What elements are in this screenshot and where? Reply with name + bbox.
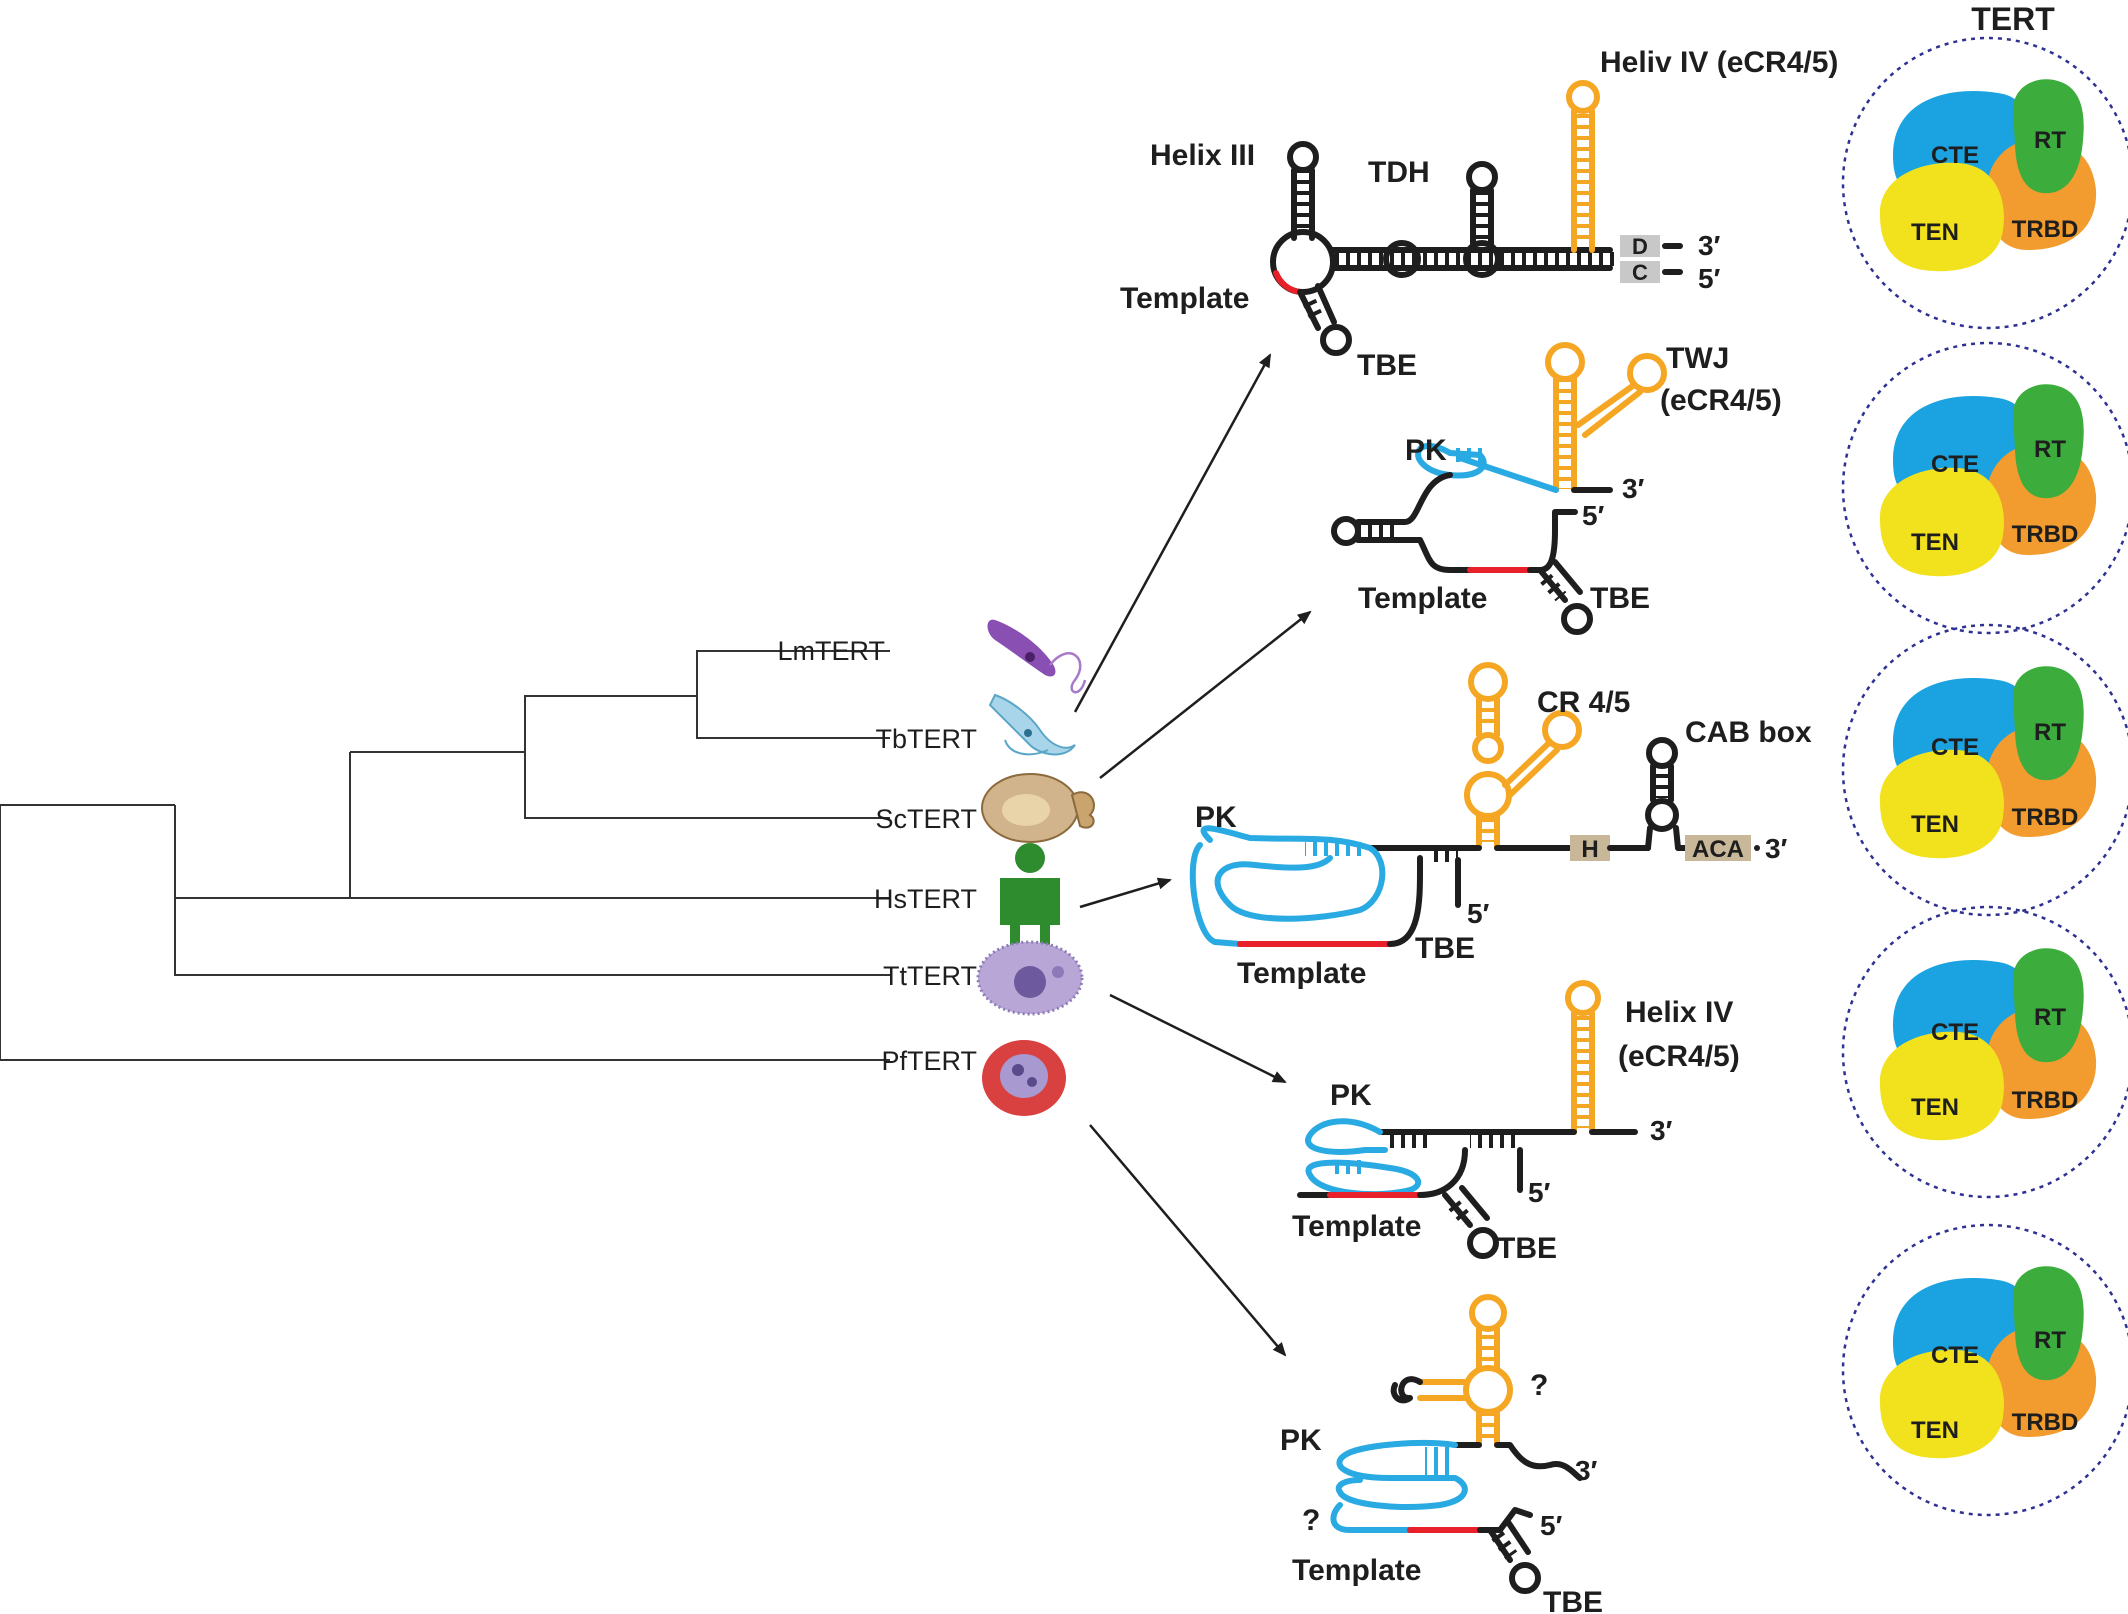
arrow-to-yeast xyxy=(1099,610,1312,779)
label-tbe: TBE xyxy=(1590,582,1650,615)
domain-trbd: TRBD xyxy=(2012,804,2079,831)
label-twj-sub: (eCR4/5) xyxy=(1660,384,1782,417)
tert-protein-4: CTE RT TEN TRBD xyxy=(1841,905,2128,1199)
phylogenetic-tree xyxy=(0,650,890,1061)
label-helix-iv: Helix IV xyxy=(1625,996,1733,1029)
label-pk: PK xyxy=(1330,1079,1372,1112)
plasmodium-icon xyxy=(982,1040,1066,1116)
arrows xyxy=(1073,353,1312,1357)
trypanosoma-icon xyxy=(988,693,1076,756)
box-d: D xyxy=(1632,234,1648,259)
label-3prime: 3′ xyxy=(1698,230,1721,261)
rna-structure-plasmodium: PK ? ? Template TBE 3′ 5′ xyxy=(1280,1294,1603,1614)
label-3prime: 3′ xyxy=(1575,1455,1598,1486)
label-helix-iii: Helix III xyxy=(1150,139,1255,172)
label-tbe: TBE xyxy=(1357,349,1417,382)
label-pk: PK xyxy=(1405,434,1447,467)
domain-trbd: TRBD xyxy=(2012,521,2079,548)
label-5prime: 5′ xyxy=(1528,1177,1551,1208)
label-cr45: CR 4/5 xyxy=(1537,686,1630,719)
rna-structure-leishmania: D C Helix III TDH Heliv IV (eCR4/5) Temp… xyxy=(1120,46,1838,382)
arrow-to-tetrahymena xyxy=(1109,993,1287,1084)
species-label-pf: PfTERT xyxy=(881,1046,977,1076)
species-label-lm: LmTERT xyxy=(777,636,885,666)
tert-protein-2: CTE RT TEN TRBD xyxy=(1841,341,2128,635)
domain-trbd: TRBD xyxy=(2012,1409,2079,1436)
label-twj: TWJ xyxy=(1666,342,1729,375)
label-question-2: ? xyxy=(1302,1504,1320,1537)
label-cab-box: CAB box xyxy=(1685,716,1812,749)
label-5prime: 5′ xyxy=(1698,263,1721,294)
species-label-hs: HsTERT xyxy=(874,884,977,914)
domain-rt: RT xyxy=(2034,1327,2066,1354)
yeast-icon xyxy=(981,773,1095,843)
domain-ten: TEN xyxy=(1911,811,1959,838)
label-tdh: TDH xyxy=(1368,156,1430,189)
leishmania-icon xyxy=(987,619,1087,694)
domain-rt: RT xyxy=(2034,436,2066,463)
label-pk: PK xyxy=(1195,801,1237,834)
species-labels: LmTERT TbTERT ScTERT HsTERT TtTERT PfTER… xyxy=(777,636,977,1076)
domain-cte: CTE xyxy=(1931,142,1979,169)
label-heliv-iv: Heliv IV (eCR4/5) xyxy=(1600,46,1838,79)
label-5prime: 5′ xyxy=(1467,898,1490,929)
label-tbe: TBE xyxy=(1497,1232,1557,1265)
label-3prime: 3′ xyxy=(1622,473,1645,504)
tert-protein-3: CTE RT TEN TRBD xyxy=(1841,623,2128,917)
human-icon xyxy=(1000,843,1060,945)
box-h: H xyxy=(1581,836,1598,863)
label-3prime: 3′ xyxy=(1650,1115,1673,1146)
arrow-to-plasmodium xyxy=(1089,1124,1287,1357)
label-3prime: 3′ xyxy=(1765,833,1788,864)
domain-trbd: TRBD xyxy=(2012,216,2079,243)
rna-structure-human: H ACA PK CR 4/5 CAB box Template TBE 3′ … xyxy=(1189,662,1812,990)
domain-rt: RT xyxy=(2034,127,2066,154)
tert-protein-5: CTE RT TEN TRBD xyxy=(1841,1223,2128,1517)
domain-trbd: TRBD xyxy=(2012,1087,2079,1114)
rna-structure-yeast: PK TWJ (eCR4/5) Template TBE 3′ 5′ xyxy=(1331,342,1782,635)
label-tbe: TBE xyxy=(1415,932,1475,965)
box-c: C xyxy=(1632,260,1648,285)
domain-ten: TEN xyxy=(1911,219,1959,246)
label-5prime: 5′ xyxy=(1540,1510,1563,1541)
box-aca: ACA xyxy=(1692,836,1744,863)
domain-cte: CTE xyxy=(1931,1019,1979,1046)
tert-title: TERT xyxy=(1971,1,2055,37)
label-helix-iv-sub: (eCR4/5) xyxy=(1618,1040,1740,1073)
label-pk: PK xyxy=(1280,1424,1322,1457)
rna-structure-tetrahymena: PK Helix IV (eCR4/5) Template TBE 3′ 5′ xyxy=(1292,980,1740,1265)
label-template: Template xyxy=(1237,957,1366,990)
domain-ten: TEN xyxy=(1911,1094,1959,1121)
label-template: Template xyxy=(1292,1554,1421,1587)
domain-cte: CTE xyxy=(1931,1342,1979,1369)
label-tbe: TBE xyxy=(1543,1586,1603,1614)
label-question-1: ? xyxy=(1530,1369,1548,1402)
domain-rt: RT xyxy=(2034,719,2066,746)
label-template: Template xyxy=(1358,582,1487,615)
species-label-sc: ScTERT xyxy=(875,804,977,834)
label-template: Template xyxy=(1120,282,1249,315)
domain-cte: CTE xyxy=(1931,734,1979,761)
arrow-to-leishmania xyxy=(1073,353,1272,713)
species-label-tt: TtTERT xyxy=(883,961,977,991)
domain-rt: RT xyxy=(2034,1004,2066,1031)
arrow-to-human xyxy=(1079,877,1172,909)
domain-ten: TEN xyxy=(1911,529,1959,556)
domain-cte: CTE xyxy=(1931,451,1979,478)
domain-ten: TEN xyxy=(1911,1417,1959,1444)
label-5prime: 5′ xyxy=(1582,500,1605,531)
tert-protein-1: CTE RT TEN TRBD xyxy=(1841,36,2128,330)
tetrahymena-icon xyxy=(976,940,1084,1016)
label-template: Template xyxy=(1292,1210,1421,1243)
species-label-tb: TbTERT xyxy=(875,724,977,754)
